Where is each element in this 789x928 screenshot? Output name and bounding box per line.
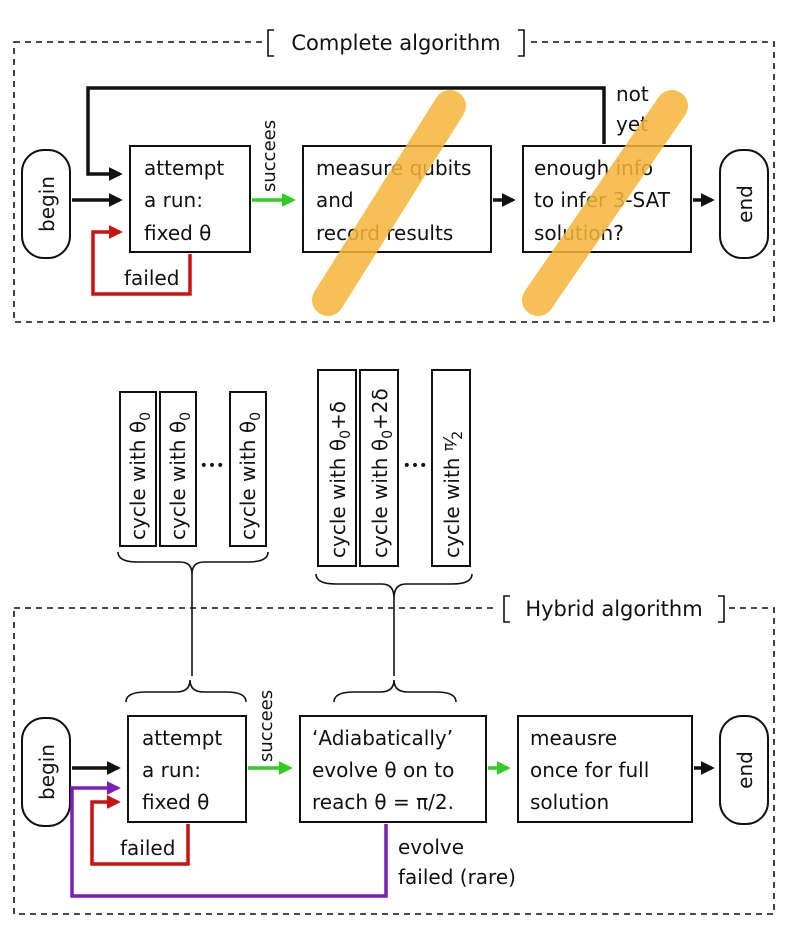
- cycle-right-3-label: cycle with π⁄2: [440, 431, 466, 558]
- attempt-top-brace: [125, 679, 247, 703]
- measure-line-2: and: [316, 188, 354, 212]
- hybrid-failed-loop-arrow: [90, 795, 190, 866]
- complete-algorithm-title: Complete algorithm: [291, 31, 500, 55]
- hybrid-succees-label: succees: [256, 690, 277, 762]
- not-label: not: [616, 82, 649, 106]
- hybrid-measure-box: [517, 715, 693, 823]
- complete-algorithm-section: Complete algorithm begin attempt a run: …: [13, 26, 775, 323]
- left-cycle-brace: [117, 551, 269, 575]
- evolve-line-3: reach θ = π/2.: [312, 790, 454, 814]
- hybrid-measure-line-1: meausre: [530, 726, 617, 750]
- begin-node: [21, 149, 71, 259]
- title-background: [262, 26, 530, 58]
- hybrid-title-background: [498, 592, 728, 624]
- strike-through-enough: [522, 90, 688, 316]
- not-yet-loop-arrow: [86, 86, 606, 181]
- evolve-line-1: ‘Adiabatically’: [312, 726, 453, 750]
- strike-through-measure: [312, 90, 466, 316]
- hybrid-end-label: end: [733, 751, 757, 789]
- cycle-box-right-3: [431, 369, 471, 567]
- hybrid-measure-line-2: once for full: [530, 758, 649, 782]
- cycle-box-left-1: [119, 391, 157, 547]
- cycle-box-right-2: [359, 369, 399, 567]
- hybrid-failed-label: failed: [120, 836, 175, 860]
- hybrid-end-node: [719, 715, 769, 825]
- ellipsis-left: •••: [200, 458, 225, 474]
- evolve-top-brace: [333, 679, 457, 703]
- title-bracket-right: [518, 29, 525, 57]
- cycle-left-3-label: cycle with θ0: [236, 412, 264, 540]
- attempt-line-1: attempt: [144, 156, 224, 180]
- attempt-run-box: [129, 145, 251, 253]
- attempt-line-2: a run:: [144, 188, 203, 212]
- end-label: end: [733, 185, 757, 223]
- hybrid-algorithm-frame: [13, 607, 775, 915]
- hybrid-attempt-line-2: a run:: [142, 758, 201, 782]
- evolve-line-2: evolve θ on to: [312, 758, 454, 782]
- succees-label: succees: [259, 120, 280, 192]
- attempt-line-3: fixed θ: [144, 221, 211, 245]
- hybrid-begin-node: [21, 717, 71, 827]
- evolve-failed-line-1: evolve: [398, 835, 464, 859]
- hybrid-algorithm-title: Hybrid algorithm: [525, 597, 702, 621]
- cycle-box-left-2: [159, 391, 197, 547]
- hybrid-attempt-box: [127, 715, 247, 823]
- hybrid-attempt-line-1: attempt: [142, 726, 222, 750]
- left-cycle-group: cycle with θ0 cycle with θ0 ••• cycle wi…: [117, 391, 269, 575]
- hybrid-begin-label: begin: [35, 744, 59, 800]
- failed-label: failed: [124, 266, 179, 290]
- right-cycle-brace: [315, 573, 473, 599]
- right-cycle-group: cycle with θ0+δ cycle with θ0+2δ ••• cyc…: [315, 369, 473, 599]
- hybrid-bracket-left: [503, 595, 510, 623]
- evolve-failed-loop-arrow: [70, 781, 388, 898]
- cycle-box-right-1: [317, 369, 357, 567]
- hybrid-measure-line-3: solution: [530, 790, 609, 814]
- cycle-right-1-label: cycle with θ0+δ: [326, 401, 354, 558]
- cycle-box-left-3: [229, 391, 267, 547]
- cycle-right-2-label: cycle with θ0+2δ: [368, 388, 396, 558]
- cycle-left-1-label: cycle with θ0: [126, 412, 154, 540]
- hybrid-algorithm-section: Hybrid algorithm begin attempt a run: fi…: [13, 592, 775, 915]
- hybrid-bracket-right: [718, 595, 725, 623]
- begin-label: begin: [35, 176, 59, 232]
- end-node: [719, 149, 769, 259]
- failed-loop-arrow: [91, 225, 192, 296]
- hybrid-attempt-line-3: fixed θ: [142, 790, 209, 814]
- adiabatic-evolve-box: [299, 715, 487, 823]
- title-bracket-left: [267, 29, 274, 57]
- evolve-failed-line-2: failed (rare): [398, 865, 516, 889]
- ellipsis-right: •••: [403, 458, 428, 474]
- cycle-left-2-label: cycle with θ0: [166, 412, 194, 540]
